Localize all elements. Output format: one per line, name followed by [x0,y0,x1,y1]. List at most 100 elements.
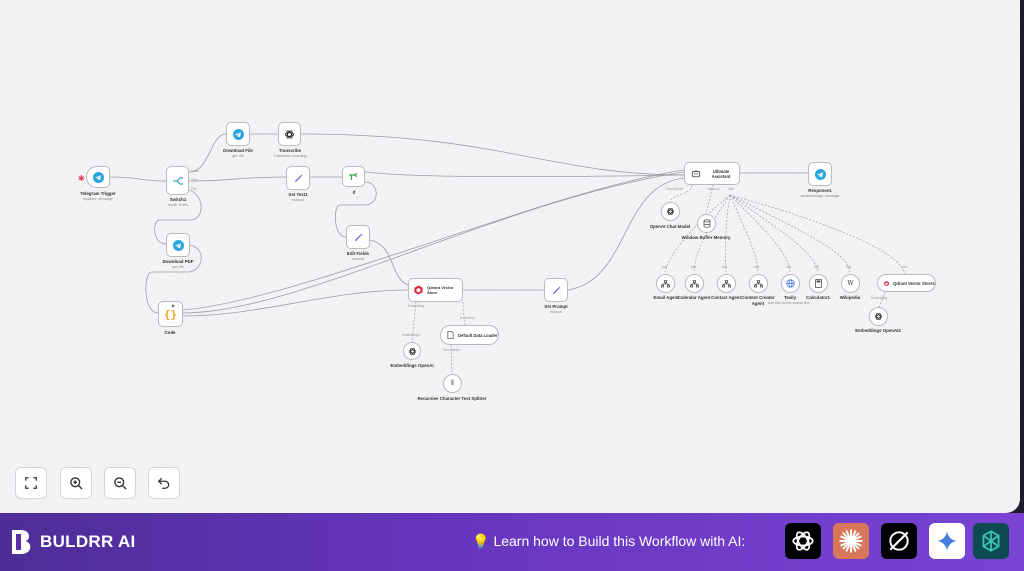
qdrant-vector-store-label: Qdrant Vector Store [427,285,454,295]
window-buffer-memory-label: Window Buffer Memory [681,235,731,240]
sitemap-icon [690,279,699,287]
tavily-node[interactable] [781,274,800,293]
fullscreen-icon [25,477,37,489]
embeddings-left-port: Embeddings [402,333,420,337]
switch-port-pdf: PDF [191,187,198,191]
calculator-node[interactable] [809,274,828,293]
download-file-node[interactable] [226,122,250,146]
calculator-port: tool [814,265,820,269]
globe-icon [786,279,795,288]
set-text-node[interactable] [286,166,310,190]
qdrant-icon [414,285,423,295]
response-node[interactable] [808,162,832,186]
ultimate-assistant-label: Ultimate Assistant [711,168,731,179]
calculator-icon [815,279,822,288]
openai-icon [284,129,295,139]
contact-agent-port: tool [722,265,728,269]
text-splitter-node[interactable]: ‖ [443,374,462,393]
wikipedia-label: Wikipedia [839,295,861,300]
content-creator-agent-label: Content Creator Agent [741,295,775,306]
ultimate-assistant-node[interactable]: Ultimate Assistant [684,162,740,185]
telegram-trigger-node[interactable] [86,166,110,188]
fit-view-button[interactable] [15,467,47,499]
content-creator-agent-node[interactable] [749,274,768,293]
wikipedia-node[interactable]: W [841,274,860,293]
set-prompt-node[interactable] [544,278,568,302]
if-node[interactable] [342,166,365,187]
split-icon: ‖ [451,380,454,387]
window-buffer-memory-node[interactable] [697,214,716,233]
openai-icon [666,208,675,215]
telegram-icon [814,168,826,180]
zoom-in-icon [69,476,83,490]
qdrant-right-port: tool [902,265,908,269]
openai-chat-model-node[interactable] [661,202,680,221]
if-label: If [352,190,356,195]
branch-icon [348,172,357,180]
switch-port-voice: Voice [191,169,199,173]
embeddings-openai-right-node[interactable] [869,307,888,326]
calendar-agent-node[interactable] [685,274,704,293]
buldrr-logo-icon [12,530,31,554]
qdrant-vector-store-right-label: Qdrant Vector Store1 [893,280,935,286]
tavily-sub: Use this tool to search the... [767,301,813,305]
pen-icon [552,286,560,294]
wikipedia-port: tool [846,265,852,269]
contact-agent-label: Contact Agent [711,295,741,300]
download-file-sub: get: file [232,154,244,158]
qdrant-port-embedding: Embedding [408,304,425,308]
calendar-agent-label: Calendar Agent [677,295,711,300]
set-prompt-sub: manual [550,310,562,314]
deepseek-button[interactable] [973,523,1009,559]
response-sub: sendMessage: message [800,194,840,198]
transcribe-node[interactable] [278,122,301,146]
gemini-button[interactable] [929,523,965,559]
openai-icon [874,313,883,320]
workflow-canvas[interactable]: ✱ Telegram Trigger updates: message Voic… [0,0,1020,513]
qdrant-vector-store-node[interactable]: Qdrant Vector Store [408,278,463,302]
telegram-trigger-label: Telegram Trigger [80,191,116,196]
qdrant-icon [884,280,889,286]
email-agent-node[interactable] [656,274,675,293]
zoom-in-button[interactable] [60,467,92,499]
robot-icon [691,169,701,178]
perplexity-button[interactable] [881,523,917,559]
code-braces-icon: {} [163,307,178,321]
embeddings-openai-left-label: Embeddings OpenAI [390,363,434,368]
edit-fields-node[interactable] [346,225,370,249]
zoom-out-button[interactable] [104,467,136,499]
claude-button[interactable] [833,523,869,559]
switch-port-text: Text [191,178,197,182]
calculator-label: Calculator1 [806,295,830,300]
embeddings-openai-left-node[interactable] [403,342,421,360]
gemini-icon [937,531,957,551]
tavily-port: tool [786,265,792,269]
assistant-port-tool: Tool [728,187,734,191]
assistant-port-chat-model: Chat Model* [666,187,684,191]
tavily-label: Tavily [783,295,797,300]
code-node[interactable]: {} [158,301,183,327]
perplexity-icon [889,531,909,551]
contact-agent-node[interactable] [717,274,736,293]
download-pdf-node[interactable] [166,233,190,257]
chatgpt-button[interactable] [785,523,821,559]
edit-fields-label: Edit Fields [346,251,370,256]
zoom-out-icon [113,476,127,490]
text-splitter-label: Recursive Character Text Splitter [417,396,487,401]
code-node-toolbar-icon[interactable]: ▶ ⋮ [172,303,181,308]
qdrant-vector-store-right-node[interactable]: Qdrant Vector Store1 [877,274,936,292]
lightbulb-icon: 💡 [472,533,490,549]
code-label: Code [164,330,176,335]
transcribe-sub: Transcribe recording [273,154,307,158]
sitemap-icon [722,279,731,287]
wikipedia-icon: W [847,280,854,287]
brand-name: BULDRR AI [40,532,136,551]
set-text-label: Set Text1 [288,192,308,197]
transcribe-label: Transcribe [278,148,302,153]
cta-text-wrapper: 💡Learn how to Build this Workflow with A… [472,533,745,550]
switch-sub: mode: Rules [167,203,189,207]
pen-icon [294,174,302,182]
default-data-loader-node[interactable]: Default Data Loader [440,325,499,345]
switch-node[interactable] [166,166,189,195]
reset-zoom-button[interactable] [148,467,180,499]
